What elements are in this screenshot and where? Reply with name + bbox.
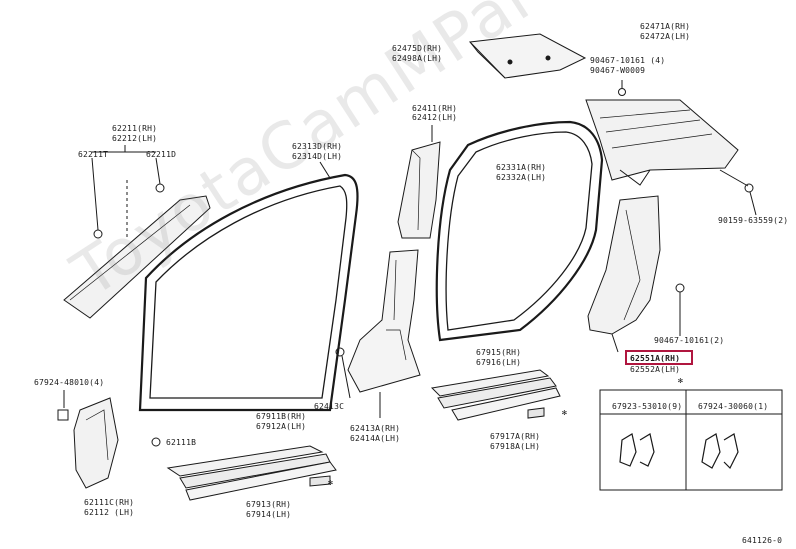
label-67913[interactable]: 67913(RH) — [246, 500, 292, 509]
clip-small-icon — [309, 475, 331, 487]
label-67911b[interactable]: 67911B(RH) — [256, 412, 307, 421]
front-door-scuff-plate-inner[interactable] — [185, 461, 337, 501]
label-62211d[interactable]: 62211D — [146, 150, 177, 159]
label-62411[interactable]: 62411(RH) — [412, 104, 458, 113]
asterisk-mark-3: ✻ — [562, 408, 568, 417]
diagram-code: 641126-0 — [742, 536, 783, 545]
leader-line — [319, 161, 331, 179]
leader-line — [749, 191, 757, 216]
leader-line — [719, 169, 749, 187]
label-62472a[interactable]: 62472A(LH) — [640, 32, 691, 41]
rear-door-opening-weatherstrip[interactable] — [435, 120, 604, 342]
label-62551a[interactable]: 62551A(RH) — [630, 354, 681, 363]
label-62413c[interactable]: 62413C — [314, 402, 345, 411]
screw-90159-icon — [744, 183, 754, 193]
front-pillar-garnish[interactable] — [63, 195, 211, 319]
label-67918a[interactable]: 67918A(LH) — [490, 442, 541, 451]
rear-door-scuff-plate[interactable] — [430, 369, 561, 421]
cowl-side-trim[interactable] — [73, 397, 119, 489]
center-pillar-upper-garnish[interactable] — [397, 141, 441, 239]
label-67923-53010[interactable]: 67923-53010(9) — [612, 402, 683, 411]
label-62413a[interactable]: 62413A(RH) — [350, 424, 401, 433]
clip-legend-box — [599, 389, 783, 491]
front-door-opening-weatherstrip[interactable] — [138, 173, 359, 412]
label-62412[interactable]: 62412(LH) — [412, 113, 458, 122]
highlight-62551a — [625, 350, 693, 365]
label-90467-10161-4[interactable]: 90467-10161 (4) — [590, 56, 666, 65]
label-67912a[interactable]: 67912A(LH) — [256, 422, 307, 431]
label-62112[interactable]: 62112 (LH) — [84, 508, 135, 517]
clip-67924-icon — [57, 409, 69, 421]
label-90467-10161-2[interactable]: 90467-10161(2) — [654, 336, 725, 345]
label-62498a[interactable]: 62498A(LH) — [392, 54, 443, 63]
label-62313d[interactable]: 62313D(RH) — [292, 142, 343, 151]
leader-line — [611, 333, 619, 353]
clip-90467-icon — [618, 88, 626, 96]
asterisk-mark: ✻ — [678, 376, 684, 385]
label-67916[interactable]: 67916(LH) — [476, 358, 522, 367]
label-62212[interactable]: 62212(LH) — [112, 134, 158, 143]
label-62331a[interactable]: 62331A(RH) — [496, 163, 547, 172]
label-90467-w0009[interactable]: 90467-W0009 — [590, 66, 646, 75]
leader-line — [91, 157, 99, 231]
label-67915[interactable]: 67915(RH) — [476, 348, 522, 357]
label-62111b[interactable]: 62111B — [166, 438, 197, 447]
label-67917a[interactable]: 67917A(RH) — [490, 432, 541, 441]
quarter-upper-trim[interactable] — [468, 33, 587, 79]
quarter-lower-trim[interactable] — [587, 195, 661, 335]
label-62211[interactable]: 62211(RH) — [112, 124, 158, 133]
label-67924-48010[interactable]: 67924-48010(4) — [34, 378, 105, 387]
center-pillar-lower-garnish[interactable] — [347, 249, 421, 393]
label-67924-30060[interactable]: 67924-30060(1) — [698, 402, 769, 411]
clip-small-icon-2 — [527, 407, 545, 419]
label-90159[interactable]: 90159-63559(2) — [718, 216, 789, 225]
label-62552a[interactable]: 62552A(LH) — [630, 365, 681, 374]
label-67914[interactable]: 67914(LH) — [246, 510, 292, 519]
asterisk-mark-2: ✻ — [328, 478, 334, 487]
label-62332a[interactable]: 62332A(LH) — [496, 173, 547, 182]
label-62475d[interactable]: 62475D(RH) — [392, 44, 443, 53]
leader-line — [341, 355, 351, 399]
label-62111c[interactable]: 62111C(RH) — [84, 498, 135, 507]
label-62414a[interactable]: 62414A(LH) — [350, 434, 401, 443]
clip-62413c-icon — [335, 347, 345, 357]
label-62471a[interactable]: 62471A(RH) — [640, 22, 691, 31]
rear-shelf-trim[interactable] — [585, 99, 739, 186]
label-62314d[interactable]: 62314D(LH) — [292, 152, 343, 161]
label-62211t[interactable]: 62211T — [78, 150, 109, 159]
clip-62111b-icon — [151, 437, 161, 447]
clip-90467-10161-icon — [675, 283, 685, 293]
leader-line — [155, 157, 161, 185]
